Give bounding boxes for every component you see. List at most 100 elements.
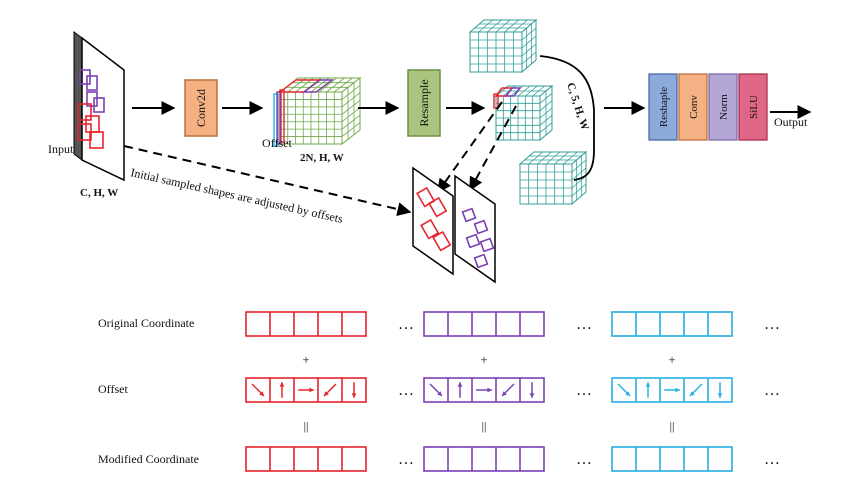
mid-cube-purple-slice xyxy=(504,87,522,97)
cell-strip xyxy=(245,446,367,472)
offset-arrowhead xyxy=(309,387,314,393)
offset-cells-red xyxy=(245,377,367,403)
cube-grid-line xyxy=(554,151,569,165)
coordinate-rows: …+…+…+…||…||…||……… xyxy=(245,311,781,472)
red-sample-square xyxy=(428,196,448,218)
offset-cells-cyan xyxy=(611,377,733,403)
cube-grid-line xyxy=(341,85,361,100)
offset-arrowhead xyxy=(645,382,651,387)
cube-grid-line xyxy=(521,35,537,49)
equals-symbol: || xyxy=(482,419,487,433)
input-dims: C, H, W xyxy=(80,187,118,199)
cell-strip xyxy=(245,311,367,337)
cube-grid-line xyxy=(326,77,345,93)
cube-top xyxy=(468,18,538,74)
ellipsis: … xyxy=(576,316,593,333)
red-sample-shapes xyxy=(416,186,452,252)
offset-arrowhead xyxy=(487,387,492,393)
offset-cube xyxy=(273,76,362,147)
red-sample-square xyxy=(432,230,452,252)
coord-cells-red xyxy=(245,311,367,337)
offset-arrowhead xyxy=(259,391,264,396)
purple-sample-square xyxy=(479,237,495,253)
cube-grid-line xyxy=(341,92,361,108)
purple-sample-panel xyxy=(454,174,496,284)
coord-cells-cyan xyxy=(611,446,733,472)
red-sample-panel xyxy=(412,166,454,276)
adjust-caption: Initial sampled shapes are adjusted by o… xyxy=(129,165,344,226)
ellipsis: … xyxy=(764,451,781,468)
norm-label: Norm xyxy=(718,94,730,120)
input-feature-map xyxy=(73,31,125,182)
ellipsis: … xyxy=(576,451,593,468)
cube-grid-line xyxy=(495,19,511,33)
cube-grid-line xyxy=(545,151,561,165)
stack-brace xyxy=(539,55,595,181)
red-sample-square xyxy=(420,218,440,240)
ellipsis: … xyxy=(764,316,781,333)
purple-sample-square xyxy=(473,253,489,269)
reshape-label: Reshaple xyxy=(658,87,670,127)
ellipsis: … xyxy=(398,382,415,399)
cell-strip xyxy=(423,311,545,337)
equals-symbol: || xyxy=(670,419,675,433)
cube-grid-line xyxy=(528,151,543,165)
row-label-modified: Modified Coordinate xyxy=(98,452,199,466)
resample-label: Resample xyxy=(417,79,431,126)
offset-arrowhead xyxy=(324,391,329,396)
reshape-block: Reshaple xyxy=(648,73,678,141)
conv-block: Conv xyxy=(678,73,708,141)
equals-symbol: || xyxy=(304,419,309,433)
cube-grid-line xyxy=(334,77,353,93)
cube-grid-line xyxy=(571,159,587,173)
offset-arrowhead xyxy=(625,391,630,396)
cell-strip xyxy=(423,377,545,403)
ellipsis: … xyxy=(398,451,415,468)
cell-strip xyxy=(611,311,733,337)
purple-sample-shapes xyxy=(461,207,495,269)
conv2d-label: Conv2d xyxy=(194,89,208,127)
purple-sample-square xyxy=(461,207,477,223)
offset-arrowhead xyxy=(675,387,680,393)
resample-block: Resample xyxy=(407,69,441,137)
cube-grid-line xyxy=(521,27,537,41)
ellipsis: … xyxy=(576,382,593,399)
cube-grid-line xyxy=(318,77,337,93)
input-label: Input xyxy=(48,142,74,156)
conv-label: Conv xyxy=(688,95,700,119)
cube-grid-line xyxy=(341,122,361,137)
ellipsis: … xyxy=(764,382,781,399)
plus-symbol: + xyxy=(302,352,309,367)
silu-label: SiLU xyxy=(748,95,760,119)
coord-cells-purple xyxy=(423,311,545,337)
dashed-arrow-input-sample xyxy=(123,145,412,216)
cube-grid-line xyxy=(571,167,587,181)
purple-sample-square xyxy=(465,233,481,249)
coord-cells-cyan xyxy=(611,311,733,337)
silu-block: SiLU xyxy=(738,73,768,141)
dashed-arrow-cube-purple-sample xyxy=(469,105,517,192)
offset-channel-slice xyxy=(273,93,279,147)
cube-grid-line xyxy=(341,114,361,130)
coord-cells-red xyxy=(245,446,367,472)
cube-grid-line xyxy=(504,19,519,33)
offset-arrowhead xyxy=(502,391,507,396)
cube-grid-line xyxy=(521,43,537,57)
mid-cube-red-edge xyxy=(493,93,499,109)
row-label-original: Original Coordinate xyxy=(98,316,194,330)
norm-block: Norm xyxy=(708,73,738,141)
cube-grid-line xyxy=(513,19,528,33)
cube-grid-line xyxy=(487,19,502,33)
cube-grid-line xyxy=(521,51,537,65)
stack-dims: C, 5, H, W xyxy=(564,81,591,132)
offset-arrowhead xyxy=(717,393,723,398)
cube-grid-line xyxy=(341,107,361,123)
purple-sample-square xyxy=(473,219,489,235)
cube-grid-line xyxy=(563,151,578,165)
offset-cells-purple xyxy=(423,377,545,403)
cube-middle xyxy=(493,84,554,142)
plus-symbol: + xyxy=(668,352,675,367)
cube-grid-line xyxy=(571,183,587,197)
coord-cells-purple xyxy=(423,446,545,472)
